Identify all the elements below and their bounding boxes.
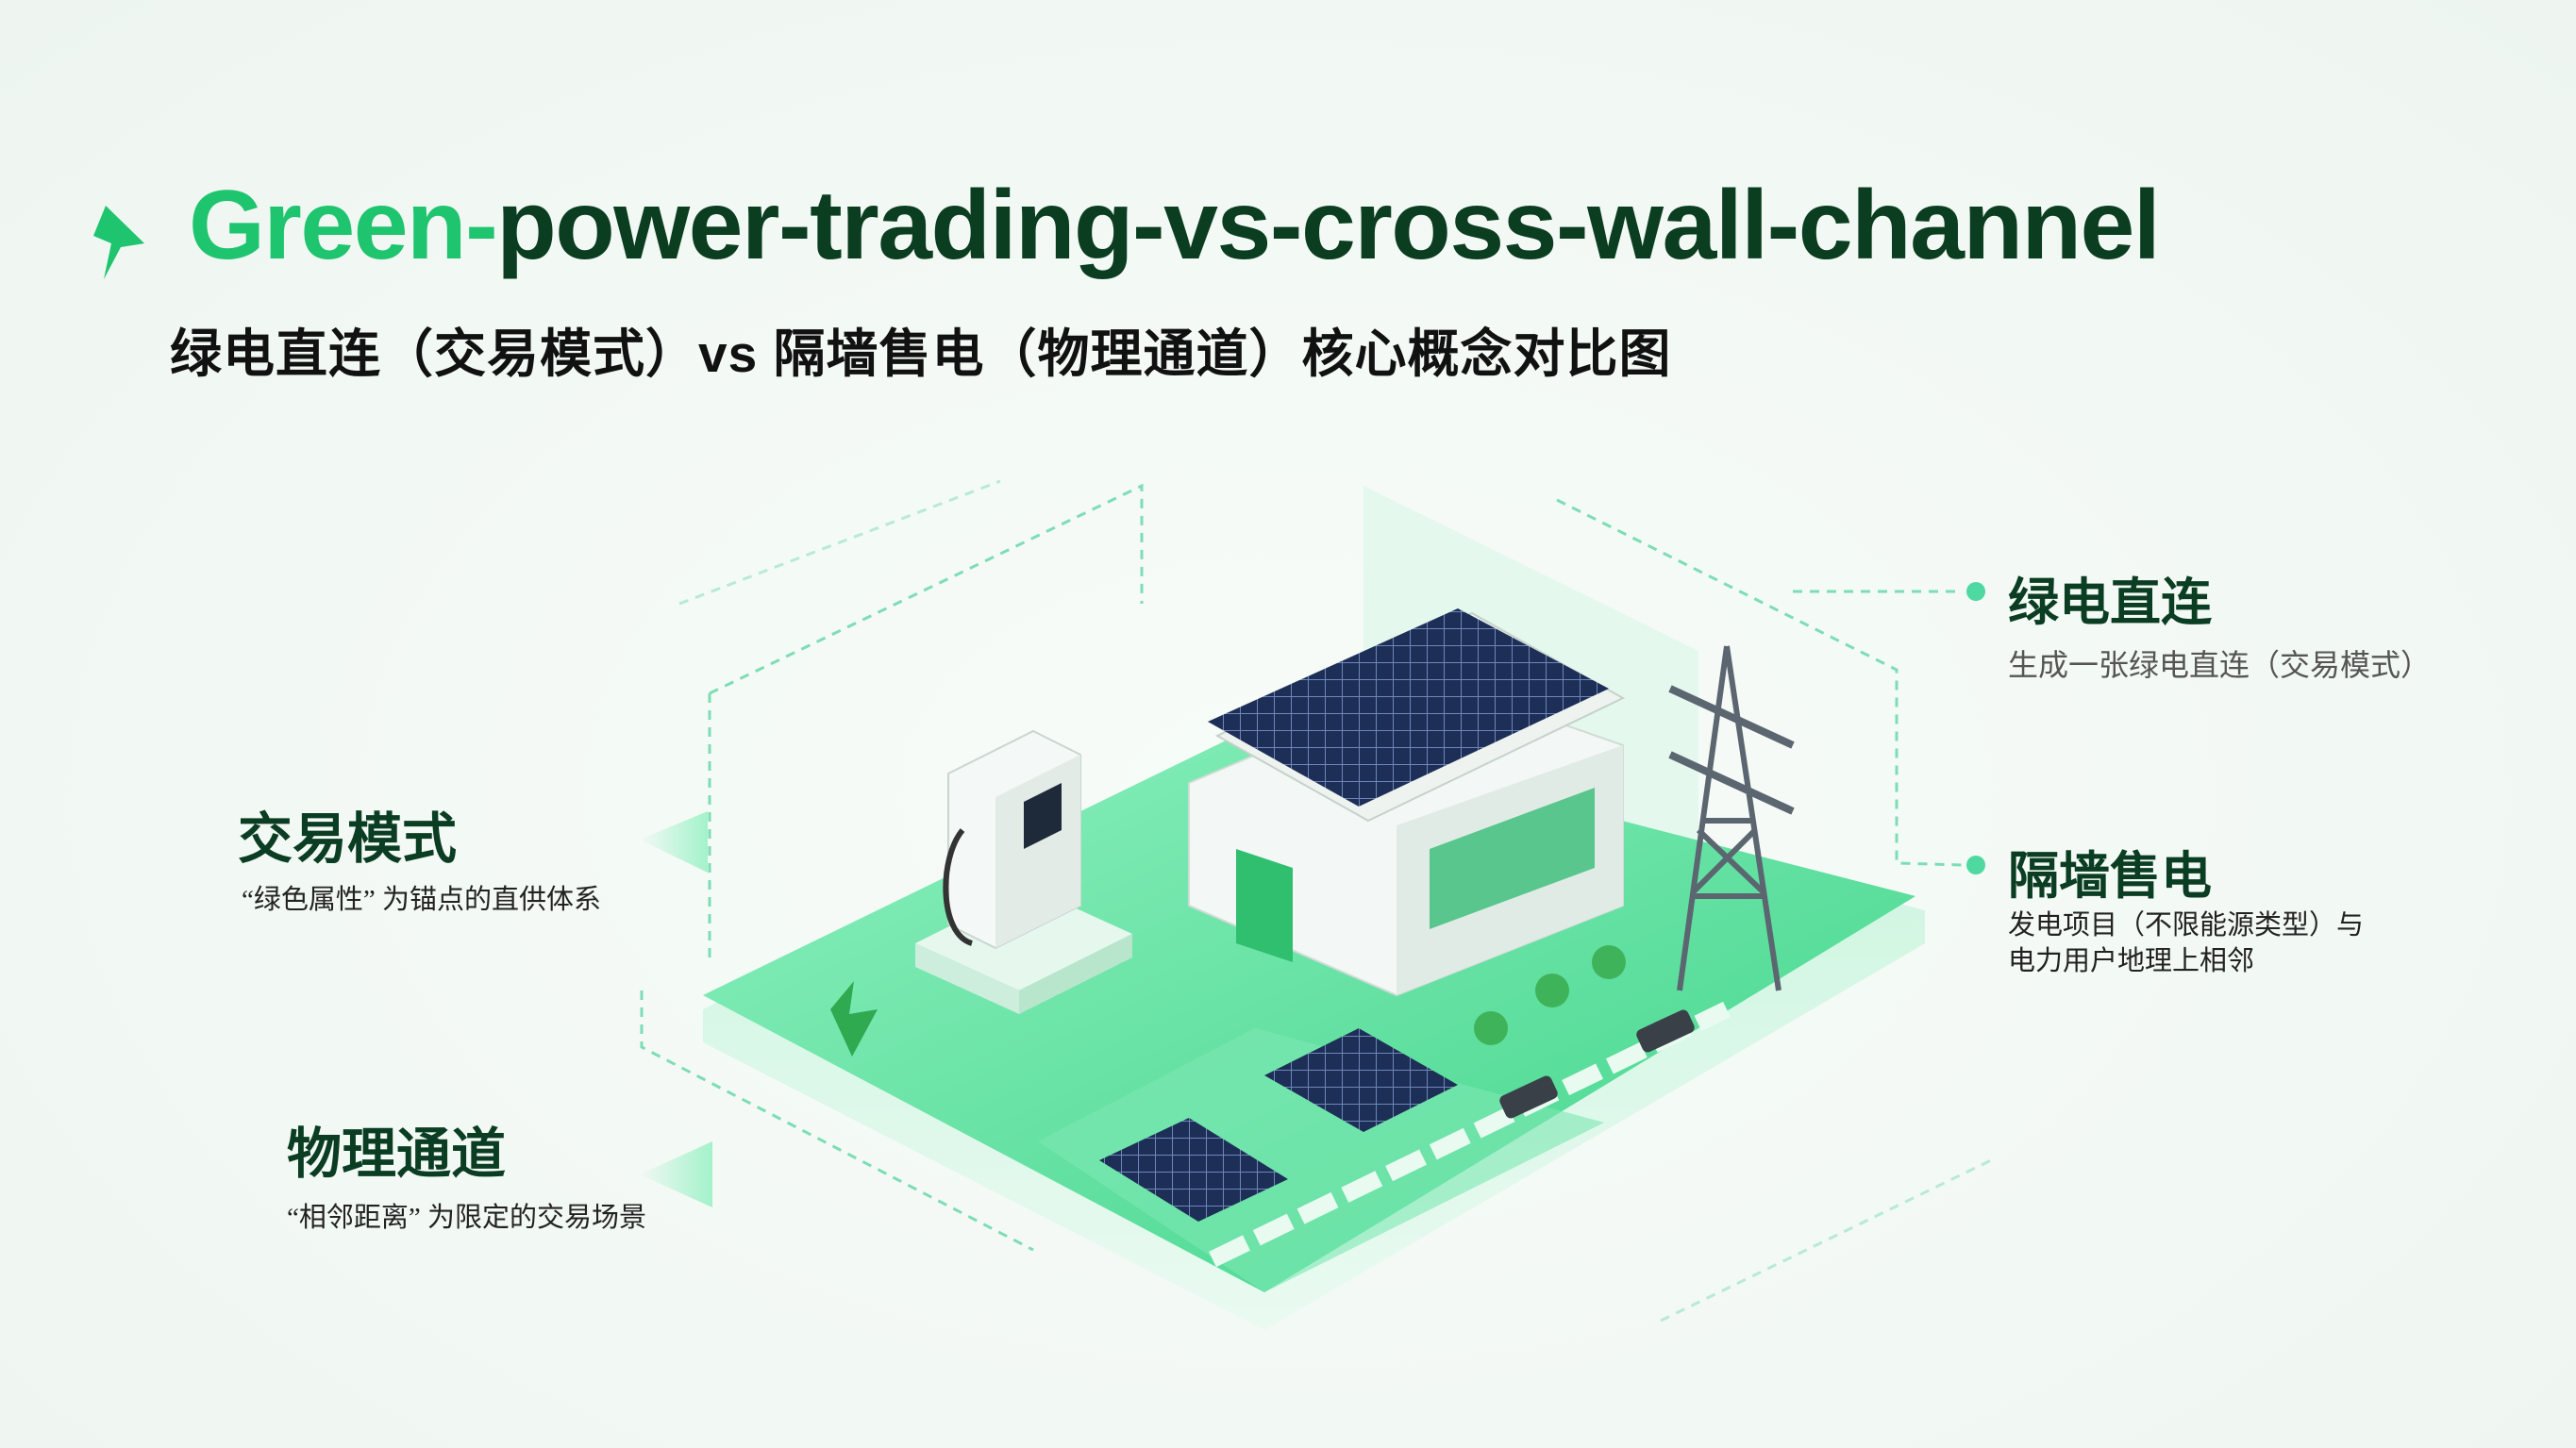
title-accent: Green- <box>189 171 498 280</box>
label-physical-channel-desc: “相邻距离” 为限定的交易场景 <box>287 1203 646 1233</box>
label-trading-mode-heading: 交易模式 <box>238 808 458 870</box>
roof-solar-panels <box>1208 608 1609 807</box>
plants <box>830 945 1626 1057</box>
ev-charger <box>915 729 1132 1014</box>
label-physical-channel-heading: 物理通道 <box>287 1123 507 1185</box>
marker-dot <box>1966 856 1985 874</box>
ground-solar-panel <box>1099 1118 1288 1222</box>
title-rest: power-trading-vs-cross-wall-channel <box>496 171 2161 280</box>
label-cross-wall-heading: 隔墙售电 <box>2008 848 2212 905</box>
desc-line: 发电项目（不限能源类型）与 <box>2008 910 2365 940</box>
ground-solar-panel <box>1264 1028 1458 1132</box>
pointer-triangle <box>640 811 708 873</box>
label-green-direct-heading: 绿电直连 <box>2008 574 2212 631</box>
dashed-guides <box>640 479 1992 1323</box>
label-green-direct-desc: 生成一张绿电直连（交易模式） <box>2008 648 2432 682</box>
pointer-triangle <box>640 1141 712 1207</box>
page-title: Green-power-trading-vs-cross-wall-channe… <box>189 170 2161 282</box>
label-trading-mode-desc: “绿色属性” 为锚点的直供体系 <box>242 885 601 915</box>
page-subtitle: 绿电直连（交易模式）vs 隔墙售电（物理通道）核心概念对比图 <box>170 325 1672 383</box>
label-cross-wall-desc: 发电项目（不限能源类型）与 电力用户地理上相邻 <box>2008 907 2364 979</box>
marker-dot <box>1966 582 1985 601</box>
transmission-tower <box>1668 645 1795 991</box>
lightning-bolt-icon <box>93 206 144 279</box>
desc-line: 电力用户地理上相邻 <box>2008 946 2255 976</box>
building <box>1188 608 1626 997</box>
